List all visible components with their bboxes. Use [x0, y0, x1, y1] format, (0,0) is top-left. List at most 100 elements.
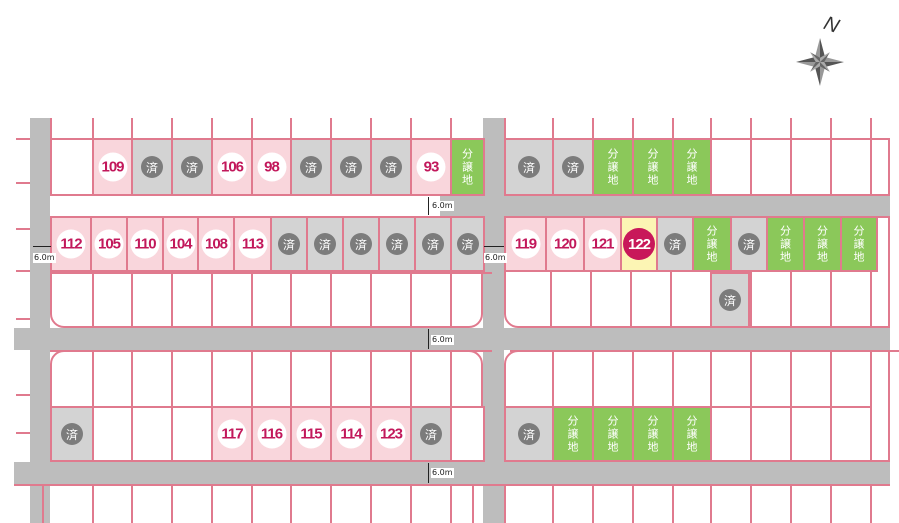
lot-block-a-row2-1[interactable]: 112 — [50, 216, 92, 272]
lot-block-b-top-7[interactable] — [750, 138, 792, 196]
lot-block-a-top-6[interactable]: 98 — [251, 138, 292, 196]
lot-block-a-row2-5[interactable]: 108 — [197, 216, 235, 272]
lot-block-b-top-5[interactable]: 分譲地 — [672, 138, 712, 196]
lot-block-b-row2-9[interactable]: 分譲地 — [803, 216, 842, 272]
lot-block-b-top-2[interactable]: 済 — [552, 138, 594, 196]
lot-block-a-row2-7[interactable]: 済 — [270, 216, 308, 272]
lot-sold-protrude[interactable]: 済 — [710, 272, 750, 328]
lot-block-b-row2-3[interactable]: 121 — [583, 216, 622, 272]
lot-block-a-row2-4[interactable]: 104 — [162, 216, 199, 272]
lot-block-a-top-7[interactable]: 済 — [290, 138, 332, 196]
lot-block-a-row5-6[interactable]: 116 — [251, 406, 292, 462]
lot-block-b-row5-6[interactable] — [710, 406, 752, 462]
lot-number-badge: 110 — [130, 229, 160, 259]
lot-block-a-row5-1[interactable]: 済 — [50, 406, 94, 462]
top-lot-tick — [552, 118, 554, 138]
lot-block-a-top-2[interactable]: 109 — [92, 138, 133, 196]
lot-block-a-top-10[interactable]: 93 — [410, 138, 452, 196]
lot-block-a-row5-11[interactable] — [450, 406, 485, 462]
lot-number-badge: 115 — [296, 419, 326, 449]
lot-block-b-row2-6[interactable]: 分譲地 — [692, 216, 732, 272]
lot-divider-horizontal — [50, 272, 492, 274]
lot-block-b-row5-8[interactable] — [790, 406, 832, 462]
lot-block-a-row2-6[interactable]: 113 — [233, 216, 272, 272]
lot-block-a-row5-2[interactable] — [92, 406, 133, 462]
lot-number-badge: 117 — [217, 419, 247, 449]
lot-block-a-row5-8[interactable]: 114 — [330, 406, 372, 462]
lot-block-a-row2-3[interactable]: 110 — [126, 216, 164, 272]
lot-block-b-top-9[interactable] — [830, 138, 872, 196]
lot-block-b-row5-5[interactable]: 分譲地 — [672, 406, 712, 462]
lot-block-a-row5-5[interactable]: 117 — [211, 406, 253, 462]
left-lot-tick — [16, 270, 30, 272]
lot-divider — [171, 350, 173, 406]
lot-block-b-row5-9[interactable] — [830, 406, 872, 462]
lot-block-a-row5-7[interactable]: 115 — [290, 406, 332, 462]
lot-block-a-row2-8[interactable]: 済 — [306, 216, 344, 272]
bottom-lot-tick — [750, 484, 752, 523]
top-lot-tick — [251, 118, 253, 138]
lot-block-b-row5-3[interactable]: 分譲地 — [592, 406, 634, 462]
sold-badge: 済 — [181, 156, 203, 178]
road-vertical-left — [30, 118, 50, 523]
road-width-label-1: 6.0m — [431, 201, 454, 211]
lot-block-a-row5-4[interactable] — [171, 406, 213, 462]
top-lot-tick — [131, 118, 133, 138]
lot-divider — [92, 350, 94, 406]
lot-number-badge: 105 — [94, 229, 124, 259]
lot-block-b-row2-10[interactable]: 分譲地 — [840, 216, 878, 272]
lot-number-badge: 93 — [416, 152, 446, 182]
lot-block-b-row2-4[interactable]: 122 — [620, 216, 658, 272]
lot-block-a-row2-2[interactable]: 105 — [90, 216, 128, 272]
lot-block-b-row2-5[interactable]: 済 — [656, 216, 694, 272]
lot-block-b-top-8[interactable] — [790, 138, 832, 196]
lot-divider — [370, 272, 372, 328]
top-lot-tick — [92, 118, 94, 138]
lot-block-a-row2-12[interactable]: 済 — [450, 216, 485, 272]
lot-block-b-top-4[interactable]: 分譲地 — [632, 138, 674, 196]
for-sale-label: 分譲地 — [706, 224, 718, 264]
lot-block-a-top-3[interactable]: 済 — [131, 138, 173, 196]
bottom-lot-tick — [211, 484, 213, 523]
road-width-label-4: 6.0m — [431, 335, 454, 345]
lot-block-a-top-5[interactable]: 106 — [211, 138, 253, 196]
lot-block-b-top-1[interactable]: 済 — [504, 138, 554, 196]
lot-block-a-top-9[interactable]: 済 — [370, 138, 412, 196]
lot-block-a-top-8[interactable]: 済 — [330, 138, 372, 196]
lot-number-badge: 98 — [257, 152, 286, 182]
compass-icon — [796, 38, 844, 86]
lot-block-b-row2-2[interactable]: 120 — [545, 216, 585, 272]
bottom-lot-tick — [171, 484, 173, 523]
lot-divider — [870, 272, 872, 328]
sold-badge: 済 — [300, 156, 322, 178]
lot-block-b-row5-7[interactable] — [750, 406, 792, 462]
lot-block-b-row2-8[interactable]: 分譲地 — [766, 216, 805, 272]
top-lot-tick — [410, 118, 412, 138]
lot-divider — [790, 272, 792, 328]
lot-block-b-row5-4[interactable]: 分譲地 — [632, 406, 674, 462]
lot-block-b-top-3[interactable]: 分譲地 — [592, 138, 634, 196]
lot-block-a-row5-10[interactable]: 済 — [410, 406, 452, 462]
bottom-lot-tick — [790, 484, 792, 523]
lot-block-b-top-6[interactable] — [710, 138, 752, 196]
lot-block-a-row5-3[interactable] — [131, 406, 173, 462]
lot-block-b-row5-1[interactable]: 済 — [504, 406, 554, 462]
lot-block-b-row5-2[interactable]: 分譲地 — [552, 406, 594, 462]
lot-divider — [131, 350, 133, 406]
lot-divider — [590, 272, 592, 328]
sold-badge: 済 — [386, 233, 408, 255]
lot-block-b-row2-1[interactable]: 119 — [504, 216, 547, 272]
bottom-lot-tick — [710, 484, 712, 523]
lot-block-b-row2-7[interactable]: 済 — [730, 216, 768, 272]
lot-block-a-top-1[interactable] — [50, 138, 94, 196]
lot-block-a-top-11[interactable]: 分譲地 — [450, 138, 485, 196]
lot-block-a-top-4[interactable]: 済 — [171, 138, 213, 196]
sold-badge: 済 — [562, 156, 584, 178]
sold-badge: 済 — [518, 423, 540, 445]
lot-block-a-row2-10[interactable]: 済 — [378, 216, 416, 272]
top-lot-tick — [830, 118, 832, 138]
for-sale-label: 分譲地 — [607, 414, 619, 454]
lot-block-a-row5-9[interactable]: 123 — [370, 406, 412, 462]
lot-block-a-row2-11[interactable]: 済 — [414, 216, 452, 272]
lot-block-a-row2-9[interactable]: 済 — [342, 216, 380, 272]
